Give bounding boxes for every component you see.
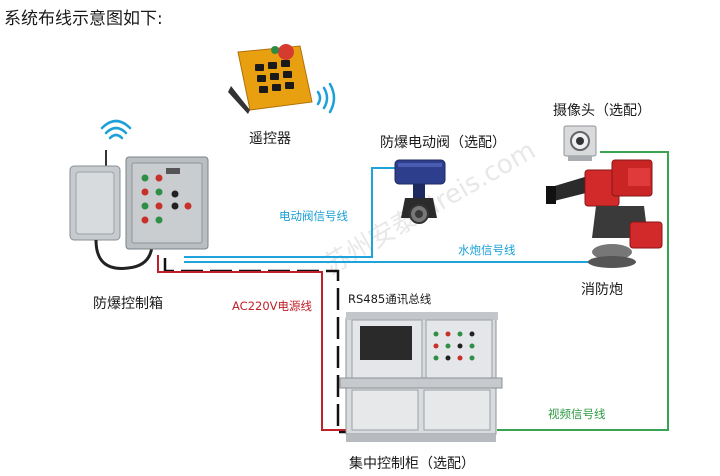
valve-label: 防爆电动阀（选配） <box>380 135 506 151</box>
box-wifi-icon <box>100 119 132 140</box>
wire-blue-valve <box>184 167 395 258</box>
control-cabinet-device <box>339 312 503 442</box>
remote-controller-device <box>228 44 313 114</box>
control-box-label: 防爆控制箱 <box>93 296 163 312</box>
remote-label: 遥控器 <box>249 131 291 147</box>
wire-green-video <box>497 151 669 431</box>
electric-valve-device <box>394 159 446 224</box>
remote-wifi-icon <box>316 82 336 114</box>
wire-black-rs485 <box>163 258 350 434</box>
cannon-signal-wire-label: 水炮信号线 <box>458 243 516 257</box>
rs485-wire-label: RS485通讯总线 <box>348 292 432 306</box>
camera-device <box>563 125 597 161</box>
video-wire-label: 视频信号线 <box>548 407 606 421</box>
wire-blue-cannon <box>184 257 601 263</box>
power-wire-label: AC220V电源线 <box>232 299 313 313</box>
cabinet-label: 集中控制柜（选配） <box>349 456 475 472</box>
valve-signal-wire-label: 电动阀信号线 <box>279 209 348 223</box>
page-title: 系统布线示意图如下: <box>4 9 163 29</box>
wire-red-power <box>157 255 350 431</box>
camera-label: 摄像头（选配） <box>553 103 651 119</box>
control-box-device <box>69 119 209 270</box>
fire-cannon-device <box>546 159 663 268</box>
cannon-label: 消防炮 <box>581 282 623 298</box>
